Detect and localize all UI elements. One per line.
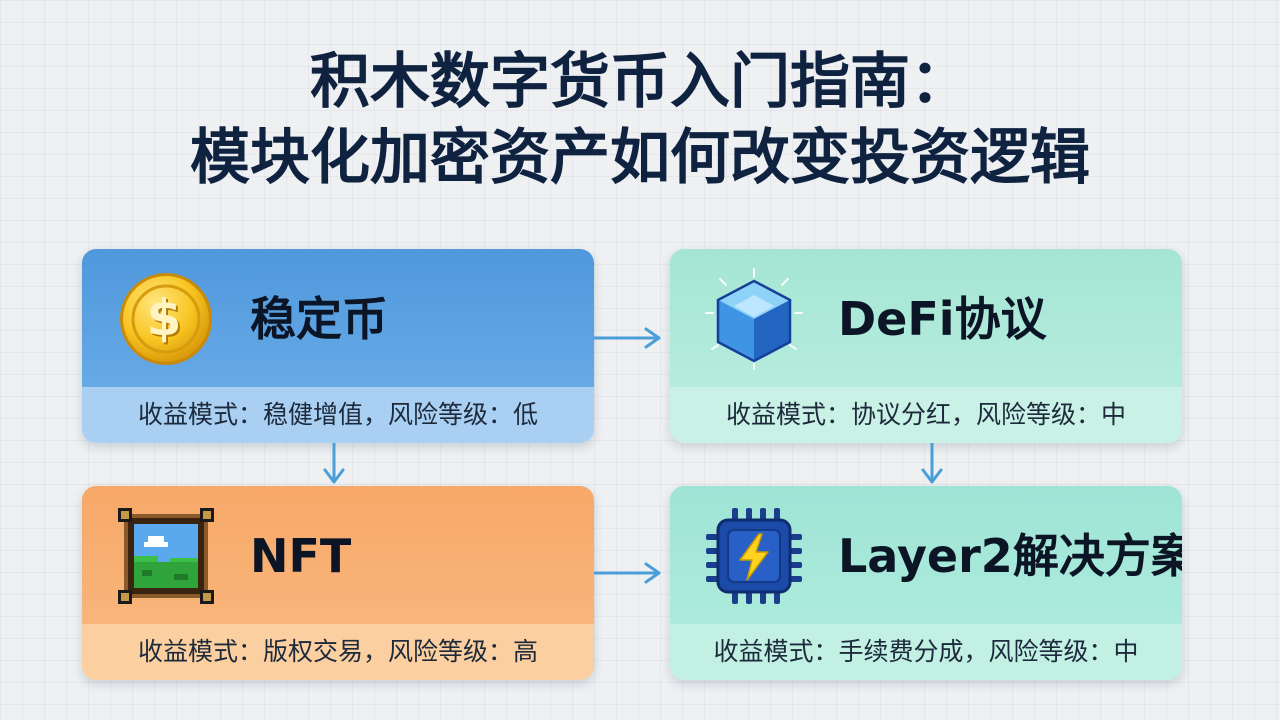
card-stablecoin-info: 收益模式：稳健增值，风险等级：低 [82,387,594,443]
title-line-1: 积木数字货币入门指南： [310,47,970,117]
title-line-2: 模块化加密资产如何改变投资逻辑 [190,123,1090,193]
page-title: 积木数字货币入门指南： 模块化加密资产如何改变投资逻辑 [0,44,1280,196]
card-defi: DeFi协议 收益模式：协议分红，风险等级：中 [670,249,1182,443]
card-stablecoin: $ $ 稳定币 收益模式：稳健增值，风险等级：低 [82,249,594,443]
dollar-coin-icon: $ $ [120,273,212,365]
arrow-defi-to-layer2 [921,443,943,484]
arrow-stablecoin-to-defi [594,327,661,349]
crystal-cube-icon [705,268,803,370]
arrow-stablecoin-to-nft [323,443,345,484]
lightning-chip-icon [706,508,802,604]
pixel-picture-frame-icon [118,508,214,604]
card-defi-name: DeFi协议 [838,292,1047,346]
card-nft-name: NFT [250,529,352,583]
card-defi-info: 收益模式：协议分红，风险等级：中 [670,387,1182,443]
card-layer2: Layer2解决方案 收益模式：手续费分成，风险等级：中 [670,486,1182,680]
svg-text:$: $ [149,291,184,349]
card-nft-header: NFT [82,486,594,624]
card-stablecoin-name: 稳定币 [250,292,388,346]
card-layer2-header: Layer2解决方案 [670,486,1182,624]
card-layer2-name: Layer2解决方案 [838,529,1182,583]
card-defi-header: DeFi协议 [670,249,1182,387]
card-stablecoin-header: $ $ 稳定币 [82,249,594,387]
card-layer2-info: 收益模式：手续费分成，风险等级：中 [670,624,1182,680]
card-nft: NFT 收益模式：版权交易，风险等级：高 [82,486,594,680]
svg-text:$: $ [147,289,182,347]
card-nft-info: 收益模式：版权交易，风险等级：高 [82,624,594,680]
arrow-nft-to-layer2 [594,562,661,584]
